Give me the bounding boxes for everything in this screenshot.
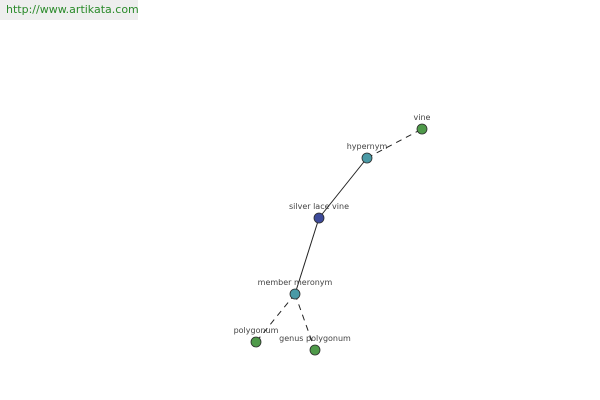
edges-layer (255, 128, 423, 351)
node-label-vine[interactable]: vine (414, 113, 431, 122)
node-label-hypernym[interactable]: hypernym (347, 142, 388, 151)
source-url-text: http://www.artikata.com (6, 3, 139, 16)
edge-member-meronym-to-genus-polygonum (294, 293, 316, 351)
node-label-member-meronym[interactable]: member meronym (258, 278, 333, 287)
node-label-silver-lace-vine[interactable]: silver lace vine (289, 202, 349, 211)
edge-silver-lace-vine-to-hypernym (318, 157, 368, 219)
labels-layer: silver lace vine hypernym vine member meron… (234, 113, 431, 343)
edge-silver-lace-vine-to-member-meronym (294, 217, 320, 295)
node-silver-lace-vine[interactable] (313, 212, 325, 224)
node-vine[interactable] (416, 123, 428, 135)
node-label-genus-polygonum[interactable]: genus polygonum (279, 334, 351, 343)
node-member-meronym[interactable] (289, 288, 301, 300)
node-label-polygonum[interactable]: polygonum (234, 326, 279, 335)
node-genus-polygonum[interactable] (309, 344, 321, 356)
node-hypernym[interactable] (361, 152, 373, 164)
node-polygonum[interactable] (250, 336, 262, 348)
nodes-layer (250, 123, 428, 356)
source-url-banner[interactable]: http://www.artikata.com (0, 0, 139, 20)
